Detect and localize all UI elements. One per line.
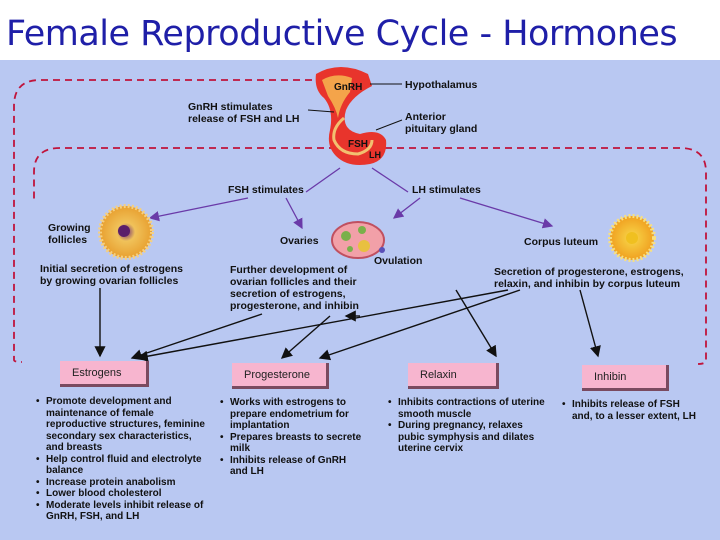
gnrh-label: GnRH bbox=[334, 82, 363, 93]
estrogens-effects-list: Promote development and maintenance of f… bbox=[36, 396, 212, 523]
relaxin-effects-list: Inhibits contractions of uterine smooth … bbox=[388, 397, 546, 455]
lh-stimulates-label: LH stimulates bbox=[412, 184, 481, 196]
corpus-luteum-illustration bbox=[608, 214, 656, 262]
further-development-label-2: ovarian follicles and their bbox=[230, 276, 357, 288]
page-title: Female Reproductive Cycle - Hormones bbox=[6, 14, 678, 54]
list-item: During pregnancy, relaxes pubic symphysi… bbox=[388, 420, 546, 455]
anterior-pituitary-label-2: pituitary gland bbox=[405, 123, 478, 135]
growing-follicles-label: Growing bbox=[48, 222, 91, 234]
further-development-label-4: progesterone, and inhibin bbox=[230, 300, 359, 312]
ovaries-label: Ovaries bbox=[280, 235, 319, 247]
hormone-name: Estrogens bbox=[72, 367, 122, 379]
list-item: Moderate levels inhibit release of GnRH,… bbox=[36, 500, 212, 523]
growing-follicles-label-2: follicles bbox=[48, 234, 88, 246]
hormone-box-progesterone: Progesterone bbox=[232, 363, 329, 389]
secretion-label-2: relaxin, and inhibin by corpus luteum bbox=[494, 278, 681, 290]
initial-secretion-label-2: by growing ovarian follicles bbox=[40, 275, 179, 287]
hormone-box-relaxin: Relaxin bbox=[408, 363, 499, 389]
anterior-pituitary-label: Anterior bbox=[405, 111, 446, 123]
gnrh-stimulates-label: GnRH stimulates bbox=[188, 101, 273, 113]
fsh-label: FSH bbox=[348, 139, 368, 150]
ovary-illustration bbox=[331, 221, 385, 259]
pituitary-gland-illustration bbox=[315, 67, 387, 165]
gnrh-stimulates-label-2: release of FSH and LH bbox=[188, 113, 300, 125]
hormone-name: Inhibin bbox=[594, 371, 627, 383]
list-item: Inhibits contractions of uterine smooth … bbox=[388, 397, 546, 420]
list-item: Lower blood cholesterol bbox=[36, 488, 212, 500]
list-item: Promote development and maintenance of f… bbox=[36, 396, 212, 454]
hormone-name: Progesterone bbox=[244, 369, 311, 381]
lh-label: LH bbox=[369, 150, 381, 160]
hypothalamus-label: Hypothalamus bbox=[405, 79, 478, 91]
hormone-name: Relaxin bbox=[420, 369, 457, 381]
further-development-label: Further development of bbox=[230, 264, 348, 276]
list-item: Inhibits release of FSH and, to a lesser… bbox=[562, 399, 700, 422]
list-item: Works with estrogens to prepare endometr… bbox=[220, 397, 366, 432]
list-item: Prepares breasts to secrete milk bbox=[220, 432, 366, 455]
progesterone-effects-list: Works with estrogens to prepare endometr… bbox=[220, 397, 366, 478]
list-item: Inhibits release of GnRH and LH bbox=[220, 455, 366, 478]
hormone-box-inhibin: Inhibin bbox=[582, 365, 669, 391]
list-item: Increase protein anabolism bbox=[36, 477, 212, 489]
inhibin-effects-list: Inhibits release of FSH and, to a lesser… bbox=[562, 399, 700, 422]
further-development-label-3: secretion of estrogens, bbox=[230, 288, 346, 300]
ovulation-label: Ovulation bbox=[374, 255, 423, 267]
feedback-loop bbox=[13, 79, 707, 365]
list-item: Help control fluid and electrolyte balan… bbox=[36, 454, 212, 477]
corpus-luteum-label: Corpus luteum bbox=[524, 236, 599, 248]
initial-secretion-label: Initial secretion of estrogens bbox=[40, 263, 183, 275]
fsh-stimulates-label: FSH stimulates bbox=[228, 184, 304, 196]
hormone-box-estrogens: Estrogens bbox=[60, 361, 149, 387]
secretion-label: Secretion of progesterone, estrogens, bbox=[494, 266, 684, 278]
growing-follicle-illustration bbox=[98, 204, 154, 260]
